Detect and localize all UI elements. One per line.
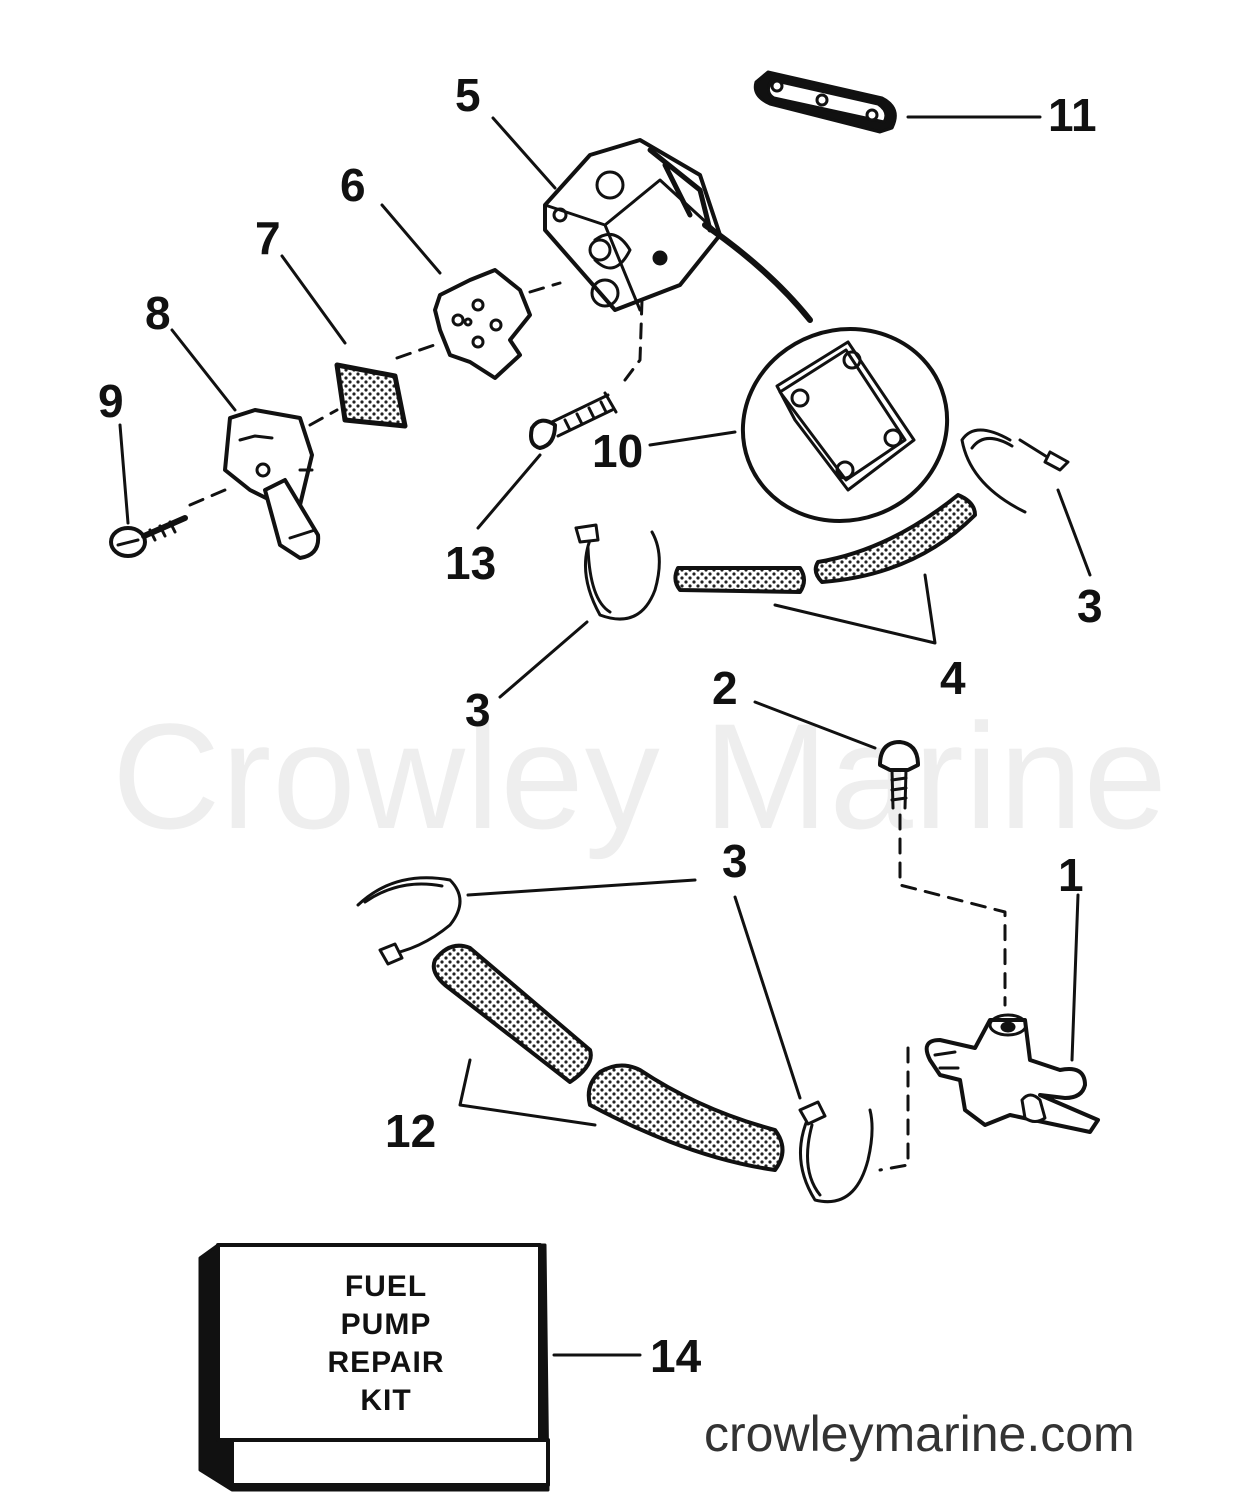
callout-9: 9	[98, 375, 124, 427]
fuel-hoses-part-4	[673, 493, 977, 594]
callout-7: 7	[255, 212, 281, 264]
screw-part-9	[109, 515, 188, 558]
fuel-fitting-part-1	[924, 1013, 1100, 1134]
watermark-text: Crowley Marine	[112, 692, 1168, 860]
callout-3-middle: 3	[465, 684, 491, 736]
hose-clamp-part-3-upper-right	[960, 428, 1070, 514]
kit-line-2: PUMP	[340, 1308, 432, 1341]
diaphragm-part-10	[702, 222, 950, 523]
valve-plate-part-6	[433, 268, 532, 380]
website-text: crowleymarine.com	[704, 1406, 1135, 1462]
callout-8: 8	[145, 287, 171, 339]
hose-clamp-part-3-lower-left	[356, 876, 462, 966]
callout-10: 10	[592, 425, 644, 477]
assembly-dashed-lines	[188, 281, 1007, 1172]
callout-12: 12	[385, 1105, 437, 1157]
screw-part-2	[878, 740, 920, 810]
kit-line-1: FUEL	[344, 1270, 428, 1303]
repair-kit-box-part-14	[198, 1243, 550, 1492]
fuel-pump-body-part-5	[543, 138, 722, 312]
fuel-hoses-part-12	[431, 943, 785, 1172]
callout-14: 14	[650, 1330, 702, 1382]
callout-leader-lines	[118, 115, 1092, 1357]
callout-1: 1	[1058, 849, 1084, 901]
filter-screen-part-7	[334, 362, 408, 429]
repair-kit-label: FUEL PUMP REPAIR KIT	[232, 1268, 540, 1420]
callout-6: 6	[340, 159, 366, 211]
screw-part-13	[529, 391, 618, 450]
callout-11: 11	[1048, 89, 1097, 141]
pump-cover-part-8	[223, 408, 321, 560]
callout-3-lower: 3	[722, 835, 748, 887]
callout-5: 5	[455, 69, 481, 121]
callout-2: 2	[712, 662, 738, 714]
callout-13: 13	[445, 537, 497, 589]
hose-clamp-part-3-middle	[574, 523, 661, 621]
hose-clamp-part-3-lower-right	[798, 1100, 874, 1204]
kit-line-4: KIT	[360, 1384, 412, 1417]
callout-4: 4	[940, 652, 966, 704]
gasket-plate-part-11	[753, 70, 897, 134]
callout-3-upper-right: 3	[1077, 580, 1103, 632]
kit-line-3: REPAIR	[327, 1346, 445, 1379]
